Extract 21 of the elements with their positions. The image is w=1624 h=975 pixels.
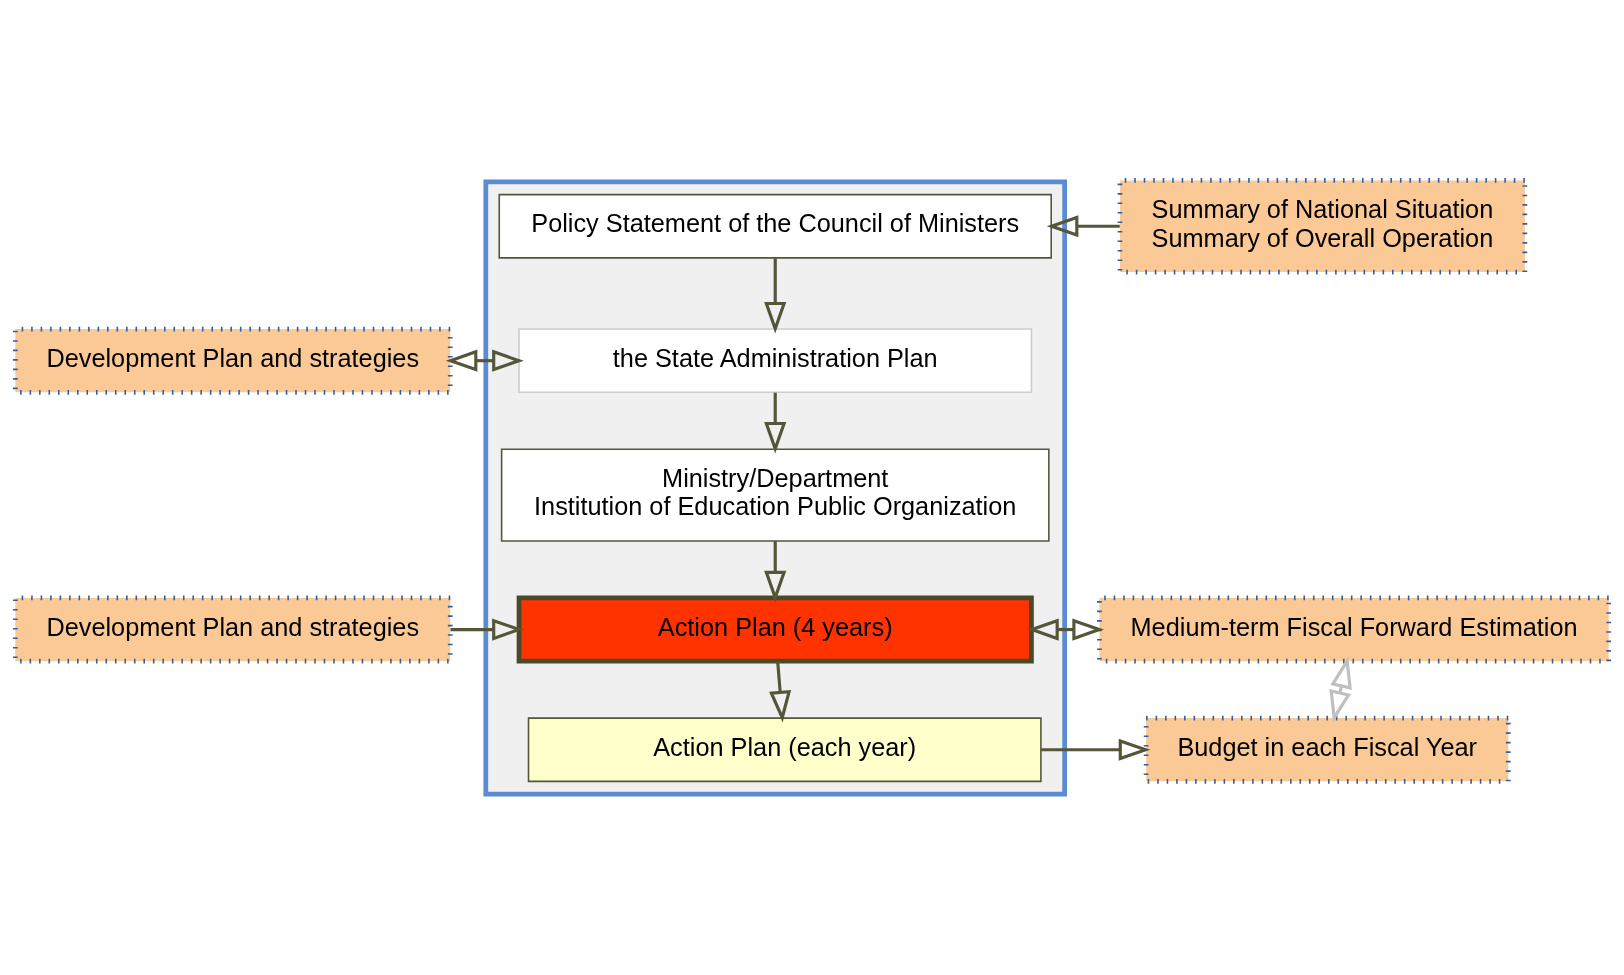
arrow (764, 392, 787, 454)
arrow (1046, 214, 1120, 237)
node-box: Budget in each Fiscal Year (1143, 715, 1511, 784)
node-box: Development Plan and strategies (12, 595, 453, 664)
node-box: Action Plan (4 years) (516, 595, 1034, 664)
arrow (1027, 617, 1104, 641)
arrow (1041, 738, 1151, 761)
arrow (450, 617, 524, 641)
node-box: the State Administration Plan (518, 327, 1033, 393)
arrow (764, 540, 787, 602)
node-box: Ministry/Department Institution of Education Public Organization (500, 447, 1050, 542)
node-box: Summary of National Situation Summary of Overall Operation (1117, 177, 1528, 274)
node-box: Development Plan and strategies (12, 326, 453, 395)
cluster (483, 179, 1067, 796)
arrow (764, 257, 787, 334)
node-box: Policy Statement of the Council of Ministers (498, 193, 1052, 259)
arrow (769, 660, 792, 722)
arrow (445, 349, 524, 372)
node-box: Action Plan (each year) (527, 716, 1042, 782)
arrow (1329, 656, 1352, 722)
node-box: Medium-term Fiscal Forward Estimation (1097, 595, 1612, 664)
